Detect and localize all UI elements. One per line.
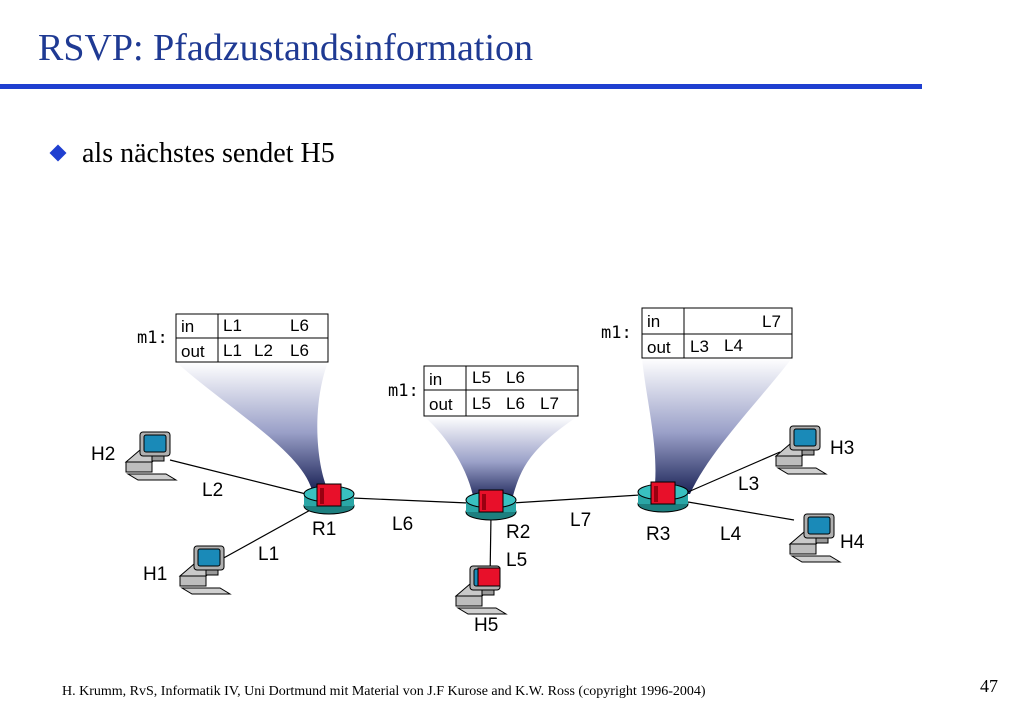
table-in-value: L6: [506, 368, 525, 387]
table-label: m1:: [137, 328, 168, 348]
router-r3: [637, 481, 689, 513]
host-label-h5: H5: [474, 615, 498, 636]
table-out-label: out: [647, 338, 671, 357]
router-r2: [465, 489, 517, 521]
cone-r1: [176, 362, 328, 490]
table-in-value: L7: [762, 312, 781, 331]
host-label-h1: H1: [143, 564, 167, 585]
table-in-label: in: [429, 370, 442, 389]
host-label-h3: H3: [830, 438, 854, 459]
link-line-l7: [511, 494, 641, 504]
table-in-value: L5: [472, 368, 491, 387]
table-in-value: L1: [223, 316, 242, 335]
cone-r3: [642, 358, 792, 494]
table-in-label: in: [181, 317, 194, 336]
table-label: m1:: [601, 323, 632, 343]
table-in-value: L6: [290, 316, 309, 335]
table-out-value: L5: [472, 394, 491, 413]
host-label-h2: H2: [91, 444, 115, 465]
link-label-l5: L5: [506, 550, 527, 571]
host-h3-computer-icon: [775, 425, 827, 475]
link-line-l3: [687, 451, 781, 493]
path-state-table-r3: m1: in out L7 L3 L4: [601, 307, 793, 359]
host-h1-computer-icon: [179, 545, 231, 595]
router-label-r2: R2: [506, 522, 530, 543]
footer-credit: H. Krumm, RvS, Informatik IV, Uni Dortmu…: [62, 684, 706, 699]
page-number: 47: [980, 676, 998, 696]
link-line-l6: [351, 497, 469, 504]
link-label-l1: L1: [258, 544, 279, 565]
router-label-r1: R1: [312, 519, 336, 540]
link-line-l2: [169, 459, 307, 495]
table-out-label: out: [181, 342, 205, 361]
table-out-label: out: [429, 395, 453, 414]
table-out-value: L2: [254, 341, 273, 360]
link-label-l4: L4: [720, 524, 742, 545]
bullet-text: als nächstes sendet H5: [82, 138, 335, 169]
link-label-l2: L2: [202, 480, 223, 501]
table-in-label: in: [647, 312, 660, 331]
table-out-value: L3: [690, 337, 709, 356]
host-label-h4: H4: [840, 532, 865, 553]
host-h2-computer-icon: [125, 431, 177, 481]
router-label-r3: R3: [646, 524, 670, 545]
host-h4-computer-icon: [789, 513, 841, 563]
path-state-table-r2: m1: in out L5 L6 L5 L6 L7: [388, 365, 579, 417]
router-r1: [303, 483, 355, 515]
table-out-value: L6: [506, 394, 525, 413]
link-label-l3: L3: [738, 474, 759, 495]
link-label-l6: L6: [392, 514, 413, 535]
table-out-value: L7: [540, 394, 559, 413]
cone-r2: [424, 416, 578, 500]
table-out-value: L6: [290, 341, 309, 360]
link-line-l1: [219, 507, 315, 561]
link-line-l4: [687, 501, 795, 521]
table-label: m1:: [388, 381, 419, 401]
path-state-table-r1: m1: in out L1 L6 L1 L2 L6: [137, 313, 329, 363]
page-title: RSVP: Pfadzustandsinformation: [38, 27, 534, 69]
link-label-l7: L7: [570, 510, 591, 531]
table-out-value: L4: [724, 336, 743, 355]
host-h5-sender-marker: [477, 567, 501, 587]
title-rule: [0, 84, 922, 89]
table-out-value: L1: [223, 341, 242, 360]
